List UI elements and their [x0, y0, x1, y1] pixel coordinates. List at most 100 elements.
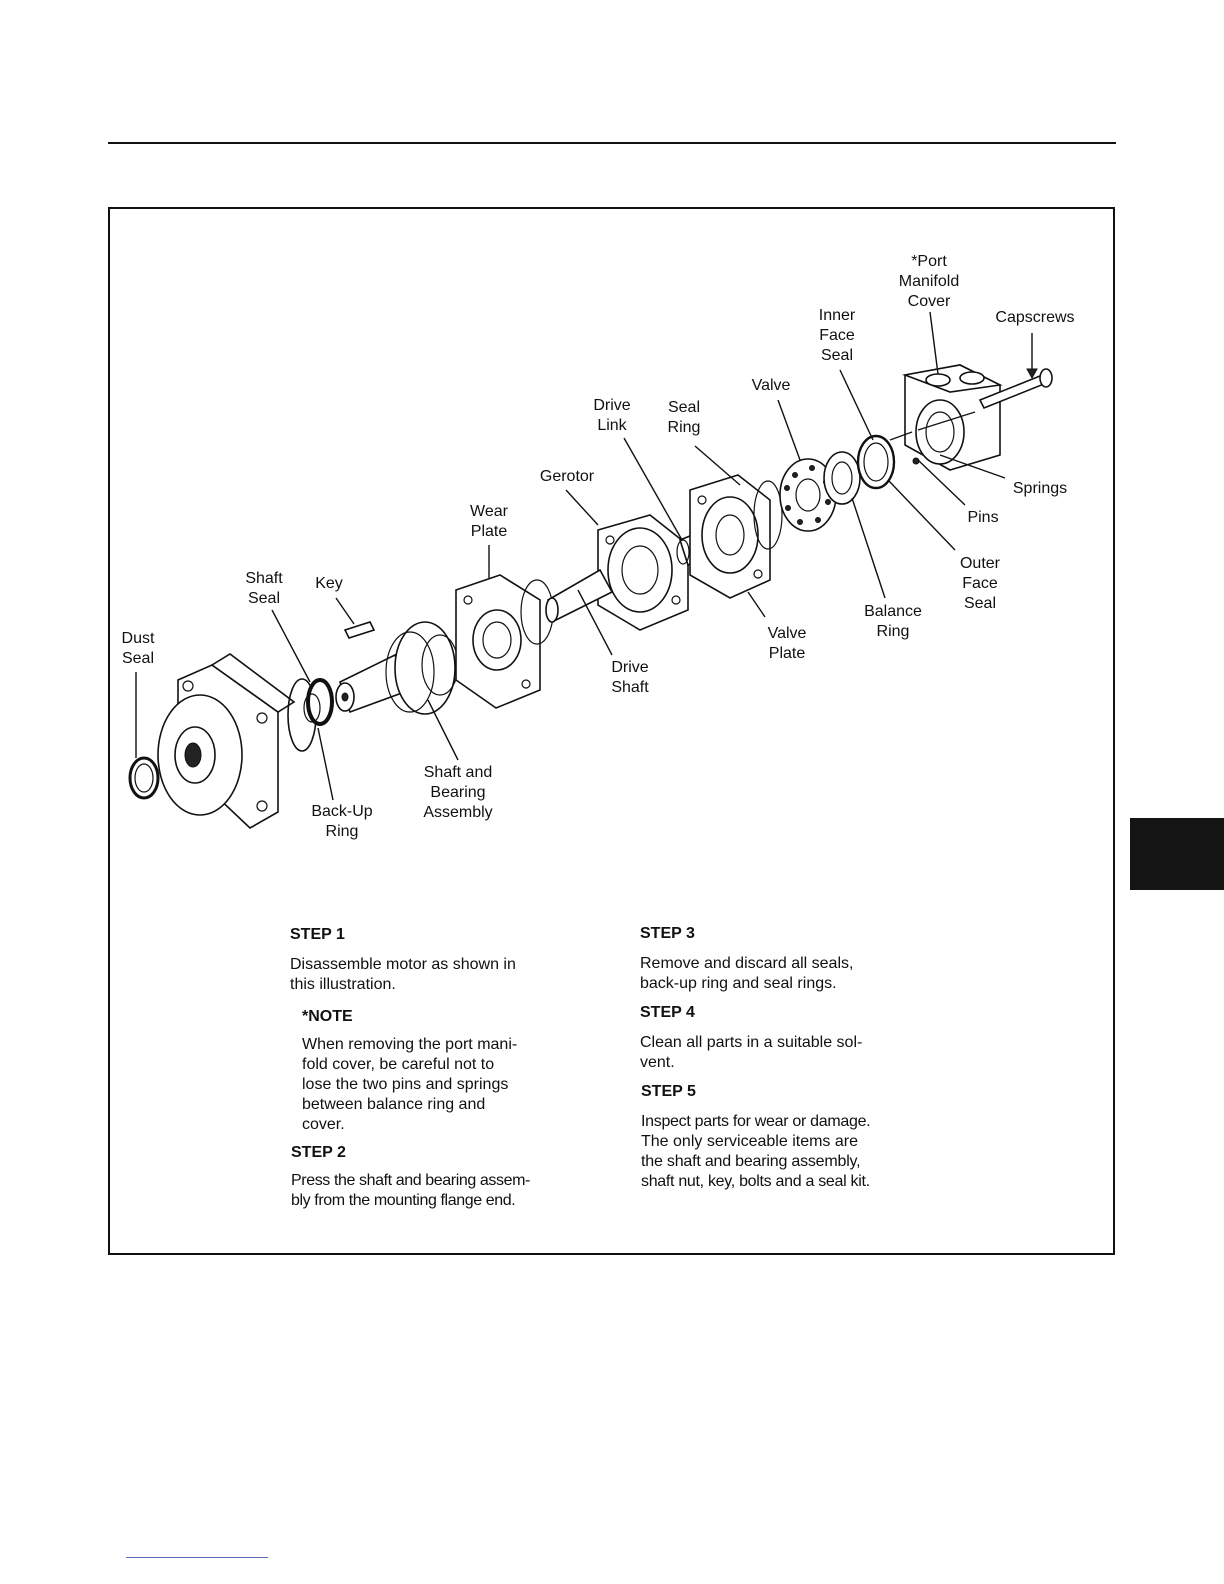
label-wear-plate-line-2: Plate [471, 523, 508, 540]
label-drive-shaft-line-1: Drive [611, 659, 648, 676]
label-drive-shaft-line-2: Shaft [611, 679, 649, 696]
label-seal-ring-line-1: Seal [668, 399, 700, 416]
step2-title: STEP 2 [291, 1144, 346, 1161]
step3-block: STEP 3 Remove and discard all seals, bac… [640, 924, 902, 994]
label-drive-link-line-2: Link [597, 417, 627, 434]
note-line-1: When removing the port mani- [302, 1036, 518, 1053]
step5-line-4: shaft nut, key, bolts and a seal kit. [641, 1173, 870, 1190]
header-rule [108, 142, 1116, 144]
label-valve: Valve [752, 377, 791, 394]
step5-block: STEP 5 Inspect parts for wear or damage.… [641, 1082, 903, 1192]
figure-frame [108, 207, 1115, 1255]
step2-block: STEP 2 Press the shaft and bearing assem… [291, 1143, 553, 1211]
label-drive-link-line-1: Drive [593, 397, 630, 414]
label-key: Key [315, 575, 343, 592]
footer-link-line [126, 1557, 268, 1558]
label-port-manifold-cover-line-3: Cover [908, 293, 951, 310]
step3-title: STEP 3 [640, 925, 695, 942]
step5-line-2: The only serviceable items are [641, 1133, 858, 1150]
capscrew-part [978, 368, 1053, 410]
balance-ring-part [823, 451, 861, 505]
wear-plate-part [455, 574, 554, 709]
label-inner-face-seal-line-3: Seal [821, 347, 853, 364]
note-title: *NOTE [302, 1008, 353, 1025]
label-springs: Springs [1013, 480, 1067, 497]
label-port-manifold-cover-line-1: *Port [911, 253, 947, 270]
label-shaft-bearing-assembly-line-3: Assembly [423, 804, 492, 821]
label-capscrews: Capscrews [995, 309, 1074, 326]
note-line-3: lose the two pins and springs [302, 1076, 509, 1093]
label-pins-line-1: Pins [967, 509, 998, 526]
label-springs-line-1: Springs [1013, 480, 1067, 497]
step3-line-2: back-up ring and seal rings. [640, 975, 837, 992]
label-inner-face-seal-line-2: Face [819, 327, 855, 344]
leader-lines [135, 311, 1038, 801]
step4-title: STEP 4 [640, 1004, 695, 1021]
valve-plate-part [689, 474, 783, 599]
label-gerotor-line-1: Gerotor [540, 468, 595, 485]
step2-line-1: Press the shaft and bearing assem- [291, 1172, 530, 1189]
label-gerotor: Gerotor [540, 468, 595, 485]
label-dust-seal-line-1: Dust [122, 630, 155, 647]
pins-springs-part [889, 431, 920, 465]
label-port-manifold-cover-line-2: Manifold [899, 273, 959, 290]
label-balance-ring-line-2: Ring [877, 623, 910, 640]
note-block: *NOTE When removing the port mani- fold … [302, 1007, 540, 1135]
label-valve-plate-line-1: Valve [768, 625, 807, 642]
section-tab [1130, 818, 1224, 890]
label-balance-ring-line-1: Balance [864, 603, 922, 620]
step4-line-2: vent. [640, 1054, 675, 1071]
step1-title: STEP 1 [290, 926, 345, 943]
port-manifold-cover-part [902, 364, 1003, 471]
step1-block: STEP 1 Disassemble motor as shown in thi… [290, 925, 552, 995]
face-seal-part [856, 434, 896, 490]
label-shaft-bearing-assembly-line-1: Shaft and [424, 764, 493, 781]
label-outer-face-seal-line-3: Seal [964, 595, 996, 612]
step3-line-1: Remove and discard all seals, [640, 955, 854, 972]
label-valve-line-1: Valve [752, 377, 791, 394]
shaft-seal-part [287, 678, 334, 752]
mounting-flange-housing [157, 653, 296, 829]
label-shaft-seal-line-2: Seal [248, 590, 280, 607]
valve-part [779, 458, 837, 532]
label-shaft-bearing-assembly-line-2: Bearing [430, 784, 485, 801]
key-part [343, 621, 376, 639]
step2-line-2: bly from the mounting flange end. [291, 1192, 516, 1209]
label-outer-face-seal-line-1: Outer [960, 555, 1001, 572]
label-backup-ring-line-1: Back-Up [311, 803, 372, 820]
label-backup-ring-line-2: Ring [326, 823, 359, 840]
shaft-bearing-part [335, 621, 459, 715]
note-line-5: cover. [302, 1116, 345, 1133]
label-capscrews-line-1: Capscrews [995, 309, 1074, 326]
step4-line-1: Clean all parts in a suitable sol- [640, 1034, 863, 1051]
label-shaft-seal-line-1: Shaft [245, 570, 283, 587]
step1-line-2: this illustration. [290, 976, 396, 993]
gerotor-part [545, 514, 689, 631]
step4-block: STEP 4 Clean all parts in a suitable sol… [640, 1003, 902, 1073]
note-line-4: between balance ring and [302, 1096, 486, 1113]
dust-seal-part [128, 756, 160, 800]
label-valve-plate-line-2: Plate [769, 645, 806, 662]
step1-line-1: Disassemble motor as shown in [290, 956, 516, 973]
label-dust-seal-line-2: Seal [122, 650, 154, 667]
label-wear-plate-line-1: Wear [470, 503, 509, 520]
label-outer-face-seal-line-2: Face [962, 575, 998, 592]
note-line-2: fold cover, be careful not to [302, 1056, 495, 1073]
label-pins: Pins [967, 509, 998, 526]
label-inner-face-seal-line-1: Inner [819, 307, 856, 324]
label-key-line-1: Key [315, 575, 343, 592]
